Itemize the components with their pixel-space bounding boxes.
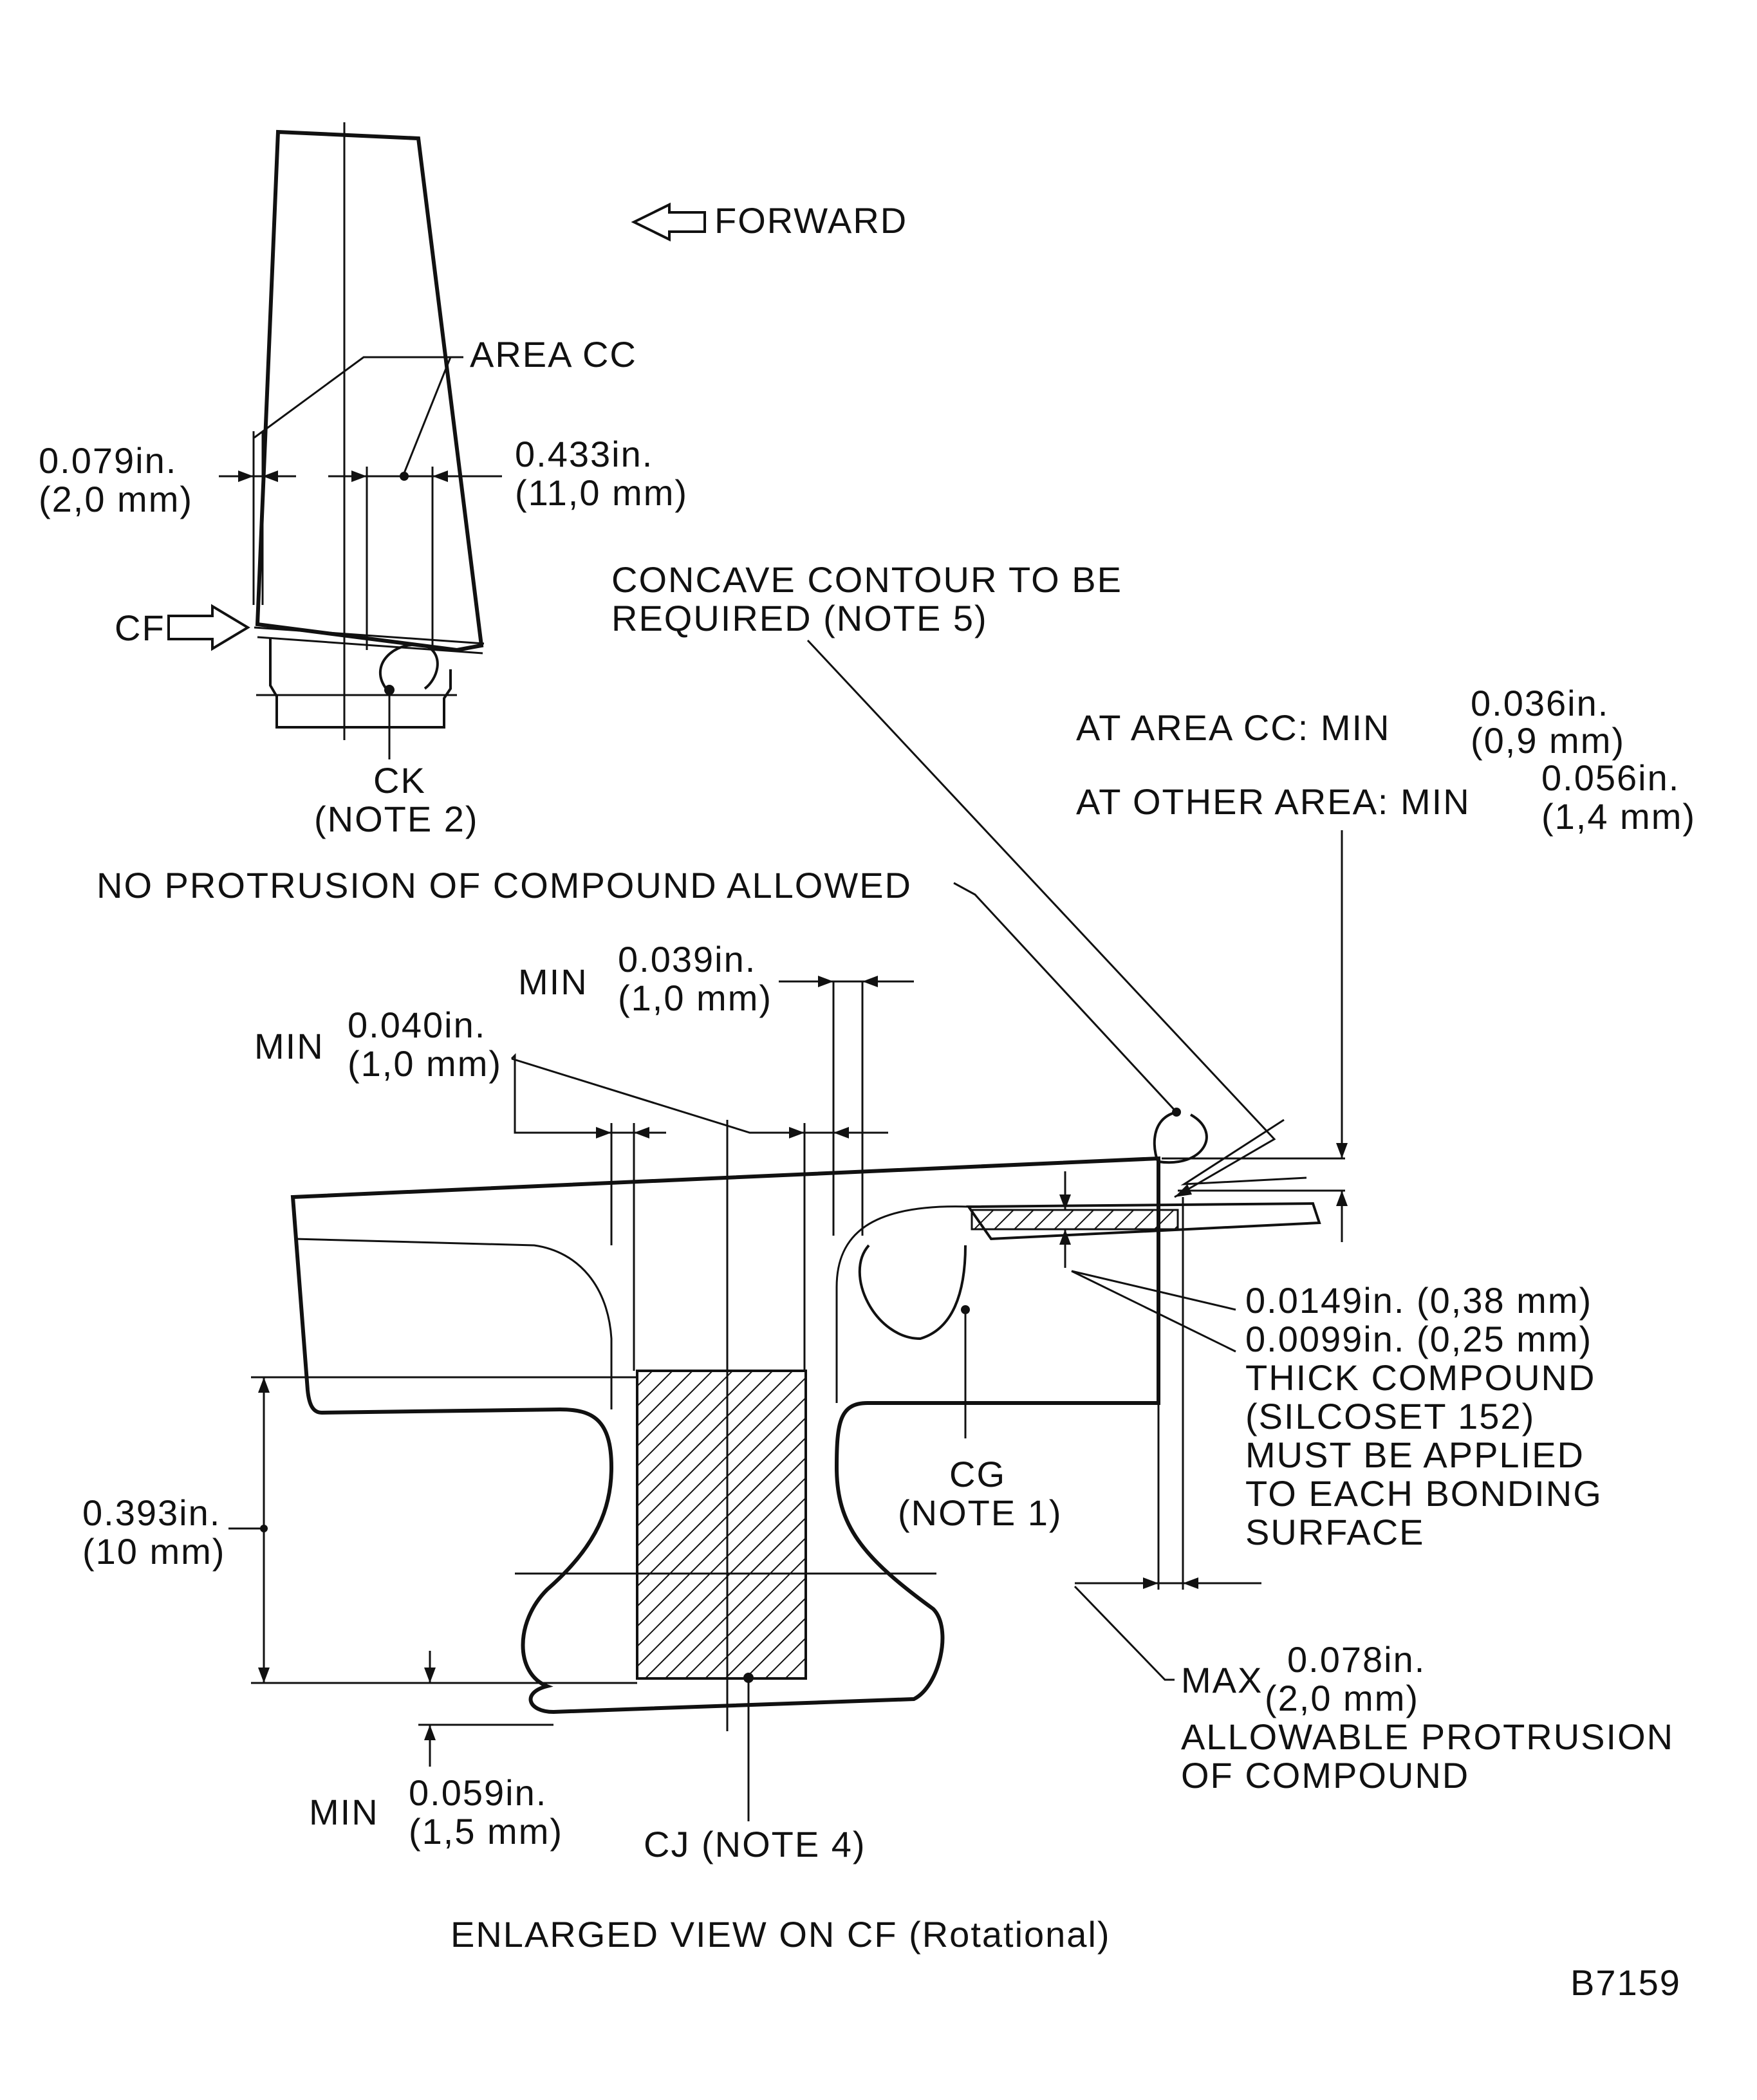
dim-393-in: 0.393in.	[82, 1492, 221, 1533]
area-cc-min-mm: (0,9 mm)	[1471, 720, 1625, 761]
ck-leader	[384, 685, 395, 759]
thickness-dim-arrows	[1180, 830, 1348, 1242]
max-078-in: 0.078in.	[1287, 1639, 1426, 1680]
min-059-label: MIN	[309, 1792, 379, 1832]
no-protrusion-note: NO PROTRUSION OF COMPOUND ALLOWED	[97, 865, 912, 906]
min-059-arrows	[418, 1651, 553, 1767]
area-cc-min-in: 0.036in.	[1471, 683, 1609, 723]
max-078-arrows	[1074, 1577, 1261, 1681]
ck-note: (NOTE 2)	[314, 799, 479, 839]
min-059-mm: (1,5 mm)	[409, 1811, 563, 1852]
enlarged-section-view	[290, 981, 1345, 1731]
compound-line7: SURFACE	[1245, 1512, 1425, 1552]
compound-line4: (SILCOSET 152)	[1245, 1396, 1535, 1436]
area-cc-min-label: AT AREA CC: MIN	[1076, 707, 1390, 748]
other-area-min-in: 0.056in.	[1541, 757, 1680, 798]
other-area-min-label: AT OTHER AREA: MIN	[1076, 781, 1471, 822]
forward-label: FORWARD	[714, 200, 907, 241]
cg-note: (NOTE 1)	[898, 1492, 1063, 1533]
dim-393-arrows	[228, 1376, 637, 1684]
other-area-min-mm: (1,4 mm)	[1541, 796, 1696, 837]
dim-433-arrows	[328, 470, 502, 482]
concave-note-line1: CONCAVE CONTOUR TO BE	[611, 559, 1122, 600]
min-040-arrows	[510, 1053, 888, 1138]
area-cc-leaders	[254, 356, 463, 481]
min-059-in: 0.059in.	[409, 1772, 547, 1813]
compound-line2: 0.0099in. (0,25 mm)	[1245, 1319, 1592, 1359]
view-title: ENLARGED VIEW ON CF (Rotational)	[451, 1914, 1111, 1955]
compound-line1: 0.0149in. (0,38 mm)	[1245, 1280, 1592, 1321]
cf-arrow-icon	[167, 604, 250, 651]
min-039-mm: (1,0 mm)	[618, 978, 772, 1018]
ck-label: CK	[373, 760, 426, 801]
forward-arrow-icon	[631, 202, 706, 242]
blade-top-view	[252, 122, 485, 740]
no-protrusion-leader	[953, 882, 1208, 1164]
concave-leader	[806, 639, 1276, 1198]
compound-line5: MUST BE APPLIED	[1245, 1435, 1585, 1475]
min-040-label: MIN	[254, 1026, 324, 1066]
compound-line3: THICK COMPOUND	[1245, 1357, 1595, 1398]
cj-label: CJ (NOTE 4)	[644, 1824, 866, 1864]
dim-079-in: 0.079in.	[39, 440, 177, 481]
min-039-label: MIN	[518, 962, 588, 1002]
max-078-mm: (2,0 mm)	[1265, 1678, 1419, 1718]
compound-line6: TO EACH BONDING	[1245, 1473, 1603, 1514]
compound-dim-arrows	[1059, 1171, 1236, 1353]
min-039-arrows	[779, 976, 914, 987]
concave-note-line2: REQUIRED (NOTE 5)	[611, 598, 988, 638]
dim-079-mm: (2,0 mm)	[39, 479, 193, 519]
max-078-line4: OF COMPOUND	[1181, 1755, 1469, 1796]
cf-label: CF	[115, 608, 165, 648]
min-039-in: 0.039in.	[618, 939, 756, 980]
max-078-label: MAX	[1181, 1660, 1263, 1700]
min-040-in: 0.040in.	[348, 1005, 486, 1045]
area-cc-label: AREA CC	[470, 334, 637, 375]
min-040-mm: (1,0 mm)	[348, 1043, 502, 1084]
cg-label: CG	[949, 1454, 1006, 1494]
dim-433-in: 0.433in.	[515, 434, 653, 474]
dim-433-mm: (11,0 mm)	[515, 472, 688, 513]
cj-leader	[743, 1673, 754, 1821]
dim-393-mm: (10 mm)	[82, 1531, 225, 1572]
max-078-line3: ALLOWABLE PROTRUSION	[1181, 1716, 1674, 1757]
figure-id: B7159	[1570, 1962, 1681, 2003]
dim-079-arrows	[219, 470, 296, 482]
